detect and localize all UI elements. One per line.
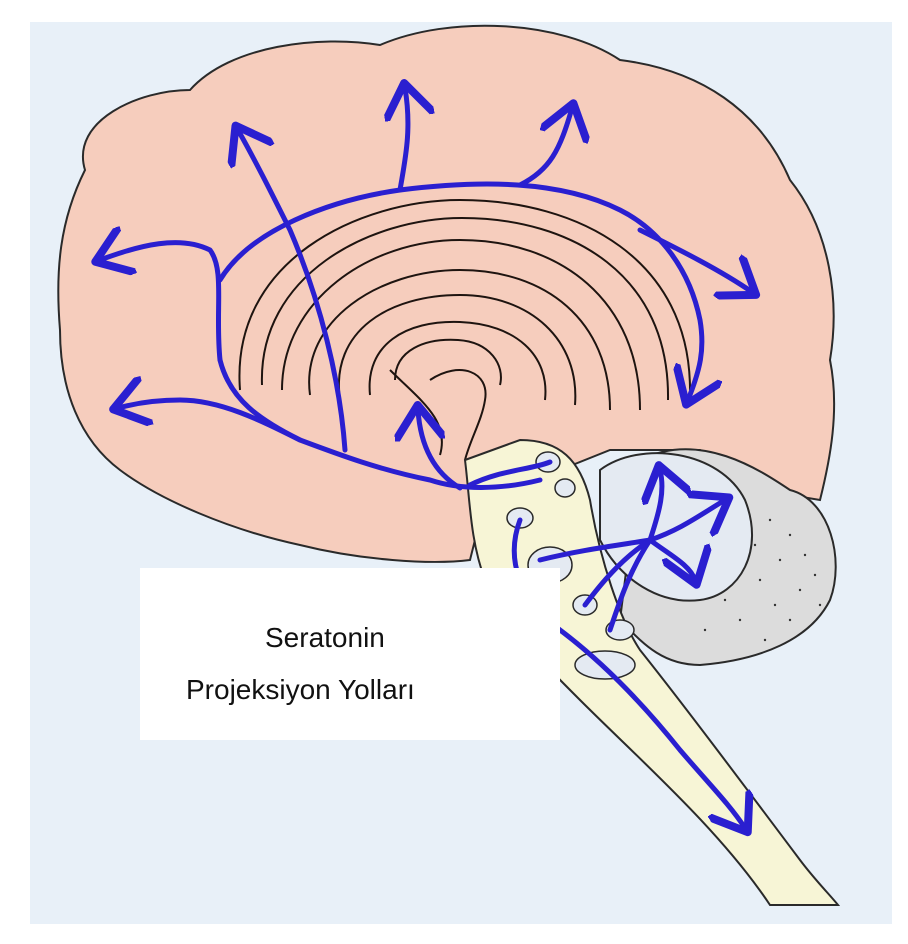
- cerebellum-dots: [703, 518, 822, 642]
- caption-line-1: Seratonin: [265, 622, 385, 653]
- caption-line-2: Projeksiyon Yolları: [186, 674, 415, 705]
- caption-panel: [140, 568, 560, 740]
- limbic-arches: [238, 198, 691, 461]
